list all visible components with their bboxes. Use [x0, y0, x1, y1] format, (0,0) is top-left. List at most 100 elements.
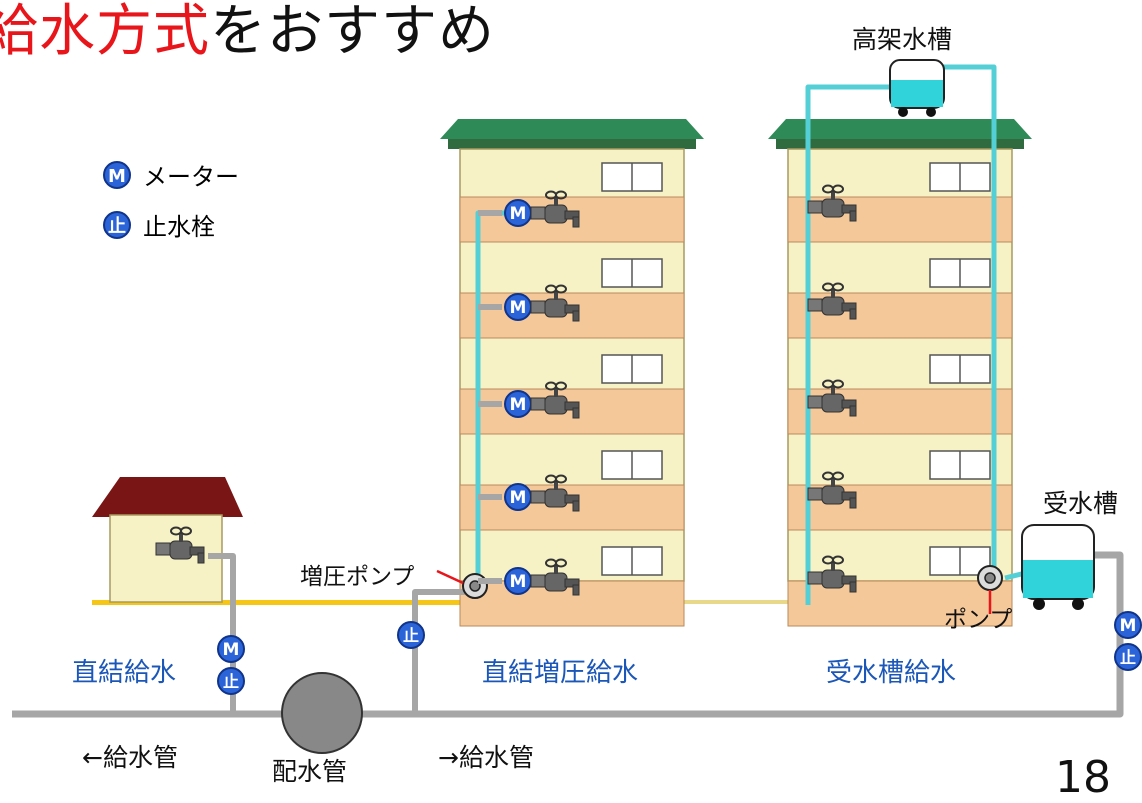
faucet-handle	[555, 558, 567, 568]
faucet-handle	[832, 471, 844, 481]
faucet-nozzle	[572, 407, 580, 419]
faucet-handle	[555, 190, 567, 200]
faucet-body	[544, 204, 568, 224]
pump-inner	[469, 580, 481, 592]
supply-pipe-left-label: ←給水管	[82, 743, 178, 772]
receiving-tank-label: 受水槽	[1043, 489, 1119, 518]
faucet-icon	[807, 471, 857, 509]
faucet-handle	[832, 379, 844, 389]
faucet-icon	[530, 381, 580, 419]
faucet-body	[821, 198, 845, 218]
supply-pipe-right-label: →給水管	[438, 743, 534, 772]
faucet-nozzle	[849, 581, 857, 593]
faucet-nozzle	[849, 210, 857, 222]
faucet-body	[544, 572, 568, 592]
faucet-stem	[179, 533, 183, 542]
booster-building	[440, 119, 704, 627]
receiving-tank	[1021, 524, 1095, 610]
faucet-handle	[180, 526, 192, 536]
booster-branch-pipe	[412, 589, 465, 714]
stop-valve-icon: 止	[103, 210, 131, 239]
elevated-tank-foot	[898, 107, 908, 117]
faucet-body	[821, 485, 845, 505]
faucet-spout	[564, 210, 580, 220]
meter-icon: M	[504, 390, 532, 418]
faucet-base	[530, 397, 546, 411]
faucet-nozzle	[572, 500, 580, 512]
pump-icon	[977, 565, 1003, 591]
faucet-handle	[832, 282, 844, 292]
meter-icon: M	[504, 199, 532, 227]
floor-band	[459, 388, 685, 435]
stop-valve-icon: 止	[397, 621, 425, 649]
faucet-stem	[554, 291, 558, 300]
faucet-nozzle	[849, 308, 857, 320]
title-rest: をおすすめ	[210, 0, 495, 64]
faucet-stem	[831, 562, 835, 571]
faucet-icon	[807, 184, 857, 222]
floor-band	[459, 292, 685, 339]
faucet-handle	[832, 555, 844, 565]
roof-edge	[448, 139, 696, 149]
floor-band	[459, 580, 685, 627]
meter-symbol: M	[510, 395, 527, 415]
meter-symbol: M	[510, 298, 527, 318]
faucet-stem	[831, 386, 835, 395]
faucet-base	[530, 300, 546, 314]
legend-stop-valve: 止 止水栓	[103, 207, 215, 242]
faucet-nozzle	[849, 405, 857, 417]
receiving-tank-foot	[1072, 598, 1084, 610]
faucet-icon	[530, 284, 580, 322]
page-title: 給水方式をおすすめ	[0, 0, 495, 67]
meter-icon: M	[504, 483, 532, 511]
faucet-stem	[554, 388, 558, 397]
pump-icon	[462, 573, 488, 599]
faucet-spout	[841, 399, 857, 409]
faucet-body	[544, 395, 568, 415]
receiving-tank-water	[1023, 560, 1093, 598]
faucet-nozzle	[572, 216, 580, 228]
faucet-stem	[831, 289, 835, 298]
faucet-stem	[831, 478, 835, 487]
faucet-base	[807, 200, 823, 214]
page-number: 18	[1055, 752, 1111, 803]
roof	[440, 119, 704, 139]
faucet-handle	[832, 184, 844, 194]
faucet-body	[544, 488, 568, 508]
faucet-spout	[564, 304, 580, 314]
faucet-icon	[530, 558, 580, 596]
faucet-icon	[530, 474, 580, 512]
direct-supply-label: 直結給水	[72, 658, 177, 688]
faucet-spout	[189, 546, 205, 556]
roof	[768, 119, 1032, 139]
tank-upflow-pipe	[942, 64, 997, 578]
faucet-handle	[555, 474, 567, 484]
faucet-body	[821, 393, 845, 413]
meter-circle	[1114, 611, 1142, 639]
legend-meter-label: メーター	[143, 163, 239, 191]
stop-valve-symbol: 止	[403, 626, 419, 645]
faucet-spout	[564, 401, 580, 411]
house-wall	[109, 514, 223, 603]
house-roof	[92, 477, 243, 517]
house	[92, 477, 243, 603]
faucet-base	[807, 487, 823, 501]
faucet-icon	[807, 379, 857, 417]
faucet-body	[821, 569, 845, 589]
floor-band	[459, 484, 685, 531]
faucet-body	[544, 298, 568, 318]
elevated-tank-foot	[926, 107, 936, 117]
stop-valve-circle	[1114, 643, 1142, 671]
legend-stop-valve-label: 止水栓	[143, 213, 215, 241]
direct-boost-supply-label: 直結増圧給水	[482, 658, 639, 688]
faucet-nozzle	[572, 584, 580, 596]
meter-icon: M	[103, 160, 131, 189]
stop-valve-circle	[217, 667, 245, 695]
pump-label: ポンプ	[944, 607, 1013, 633]
meter-icon: M	[504, 567, 532, 595]
meter-icon: M	[1114, 611, 1142, 639]
distribution-pipe-label: 配水管	[272, 757, 348, 786]
faucet-spout	[841, 204, 857, 214]
faucet-handle	[555, 284, 567, 294]
faucet-spout	[841, 302, 857, 312]
